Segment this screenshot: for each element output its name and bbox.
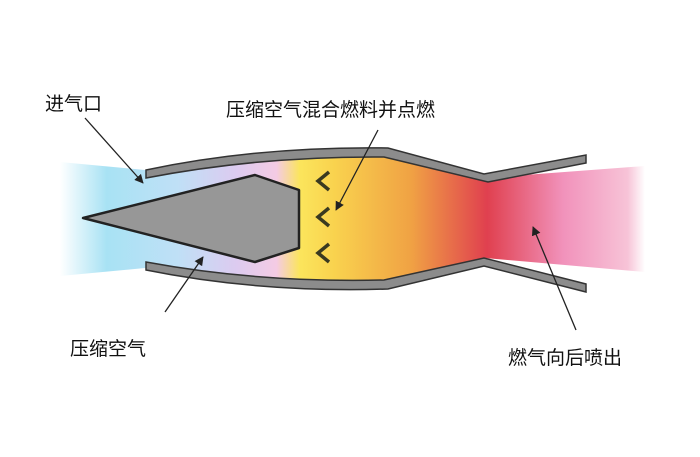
arrow-exhaust — [531, 226, 577, 331]
label-mix-ignite: 压缩空气混合燃料并点燃 — [226, 99, 436, 121]
flame-holder-chevrons — [315, 170, 331, 264]
label-inlet: 进气口 — [45, 93, 103, 115]
outer-wall-bottom — [145, 257, 587, 293]
inlet-cone — [81, 173, 301, 264]
pointer-arrows — [84, 117, 577, 331]
arrow-mix-ignite — [335, 129, 379, 211]
label-exhaust: 燃气向后喷出 — [508, 347, 623, 369]
chevron-icon — [315, 170, 331, 192]
arrow-compressed-air — [164, 256, 204, 313]
arrow-inlet — [84, 117, 144, 184]
label-compressed-air: 压缩空气 — [70, 338, 147, 360]
outer-wall-top — [145, 147, 587, 183]
chevron-icon — [315, 242, 331, 264]
chevron-icon — [315, 206, 331, 228]
